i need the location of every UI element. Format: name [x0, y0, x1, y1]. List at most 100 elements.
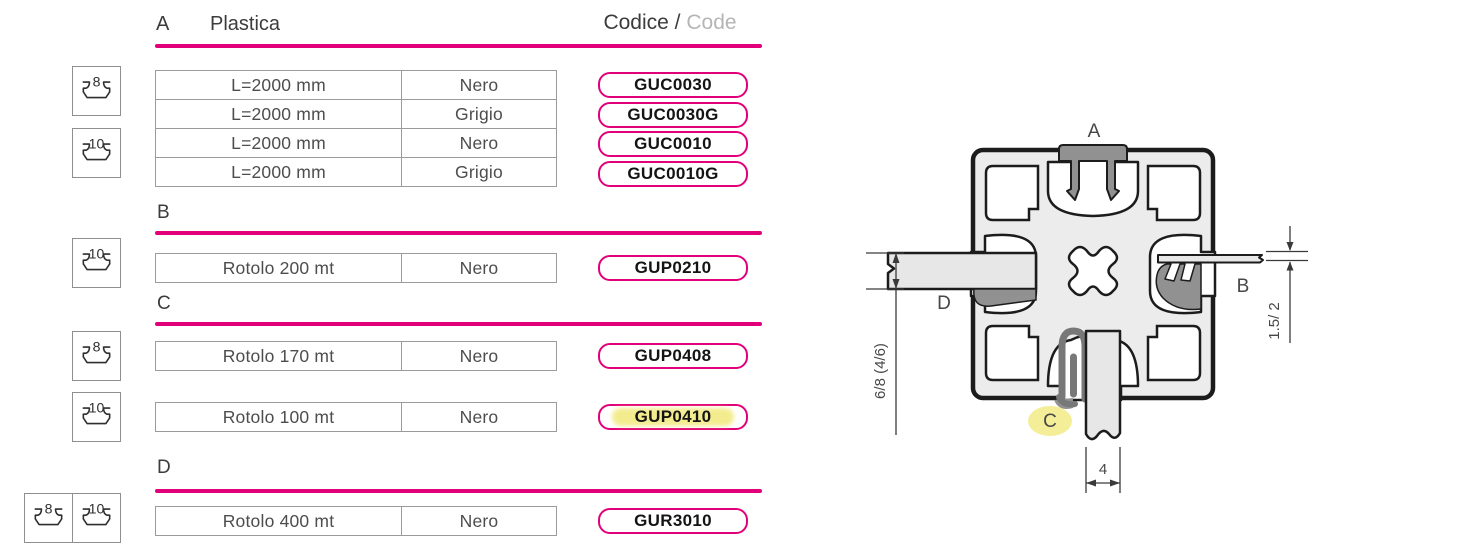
slot-size-value: 8: [45, 500, 53, 516]
code-badge: GUR3010: [598, 508, 748, 534]
code-text: GUP0408: [634, 346, 712, 365]
code-badge: GUC0010G: [598, 160, 748, 187]
code-text: GUR3010: [634, 511, 712, 530]
clip-c-hook: [1056, 394, 1078, 408]
code-text: GUC0010G: [627, 163, 719, 183]
size-cell: L=2000 mm: [231, 103, 326, 124]
dim-bottom-value: 4: [1099, 461, 1107, 478]
size-cell: L=2000 mm: [231, 161, 326, 182]
slot-10-icon: 10: [72, 493, 121, 543]
slot-8-icon: 8: [72, 66, 121, 116]
size-cell: Rotolo 170 mt: [222, 345, 335, 366]
table-row: Rotolo 170 mt Nero: [156, 342, 556, 370]
size-cell: Rotolo 200 mt: [222, 257, 335, 278]
section-divider-a: [155, 44, 762, 48]
corner-hole-top-left: [984, 164, 1040, 222]
slot-size-value: 8: [93, 73, 101, 89]
code-text: GUC0030G: [627, 104, 719, 124]
color-cell: Nero: [401, 254, 556, 282]
slot-size-value: 8: [93, 338, 101, 354]
slot-size-value: 10: [89, 500, 105, 516]
code-text: GUC0030: [634, 75, 712, 94]
diagram-label-c: C: [1043, 411, 1057, 432]
groove-profile-icon: [82, 407, 111, 425]
code-badge: GUC0030: [598, 72, 748, 98]
slot-10-icon: 10: [72, 392, 121, 442]
size-cell: Rotolo 100 mt: [222, 406, 335, 427]
groove-profile-icon: [82, 508, 111, 526]
table-row: Rotolo 100 mt Nero: [156, 403, 556, 431]
product-table-d: Rotolo 400 mt Nero: [155, 506, 557, 536]
section-divider-d: [155, 489, 762, 493]
gasket-d: [973, 288, 1037, 307]
product-table-a: L=2000 mm Nero L=2000 mm Grigio L=2000 mm N…: [155, 70, 557, 187]
slot-size-value: 10: [89, 399, 105, 415]
color-cell: Nero: [401, 403, 556, 431]
dim-left-value: 6/8 (4/6): [872, 343, 889, 399]
code-text: GUC0010: [634, 134, 712, 153]
groove-profile-icon: [82, 253, 111, 271]
slot-8-icon: 8: [24, 493, 73, 543]
section-letter-d: D: [157, 457, 171, 478]
arrow-left: [1086, 479, 1096, 487]
dim-right-value: 1.5/ 2: [1266, 302, 1283, 340]
size-cell: Rotolo 400 mt: [222, 510, 335, 531]
code-badge-highlighted: GUP0410: [598, 404, 748, 430]
groove-profile-icon: [82, 143, 111, 161]
color-cell: Grigio: [401, 100, 556, 128]
color-cell: Nero: [401, 71, 556, 99]
size-cell: L=2000 mm: [231, 74, 326, 95]
highlight-marker: [612, 408, 734, 426]
table-row: L=2000 mm Grigio: [156, 157, 556, 186]
arrow-down: [1286, 242, 1294, 251]
groove-profile-icon: [82, 81, 111, 99]
arrow-right: [1110, 479, 1120, 487]
slot-size-value: 10: [89, 135, 105, 151]
code-label-it: Codice /: [603, 11, 681, 34]
profile-cross-section-diagram: 6/8 (4/6) 1.5/ 2 4 A B C D: [858, 103, 1358, 533]
slot-10-icon: 10: [72, 238, 121, 288]
groove-profile-icon: [82, 346, 111, 364]
clip-c: [1058, 327, 1089, 403]
section-letter-c: C: [157, 293, 171, 314]
section-divider-b: [155, 231, 762, 235]
diagram-label-a: A: [1088, 121, 1101, 142]
code-text: GUP0410: [634, 407, 712, 426]
product-table-c2: Rotolo 100 mt Nero: [155, 402, 557, 432]
gasket-b: [1155, 263, 1202, 311]
slot-8-icon: 8: [72, 331, 121, 381]
code-badge: GUP0408: [598, 343, 748, 369]
color-cell: Grigio: [401, 158, 556, 186]
groove-profile-icon: [34, 508, 63, 526]
code-badge: GUC0010: [598, 131, 748, 157]
code-label-en: Code: [686, 11, 737, 34]
code-text: GUP0210: [634, 257, 712, 277]
product-table-c1: Rotolo 170 mt Nero: [155, 341, 557, 371]
code-column-header: Codice / Code: [588, 11, 752, 35]
arrow-down: [892, 279, 900, 289]
panel-b: [1157, 254, 1264, 264]
color-cell: Nero: [401, 129, 556, 157]
corner-hole-bottom-right: [1146, 324, 1202, 382]
corner-hole-top-right: [1146, 164, 1202, 222]
diagram-label-b: B: [1237, 276, 1250, 297]
arrow-up: [892, 253, 900, 263]
corner-hole-bottom-left: [984, 324, 1040, 382]
arrow-up: [1286, 261, 1294, 271]
table-row: L=2000 mm Grigio: [156, 99, 556, 128]
panel-d: [886, 251, 1038, 291]
center-bore-hole: [1067, 245, 1119, 297]
color-cell: Nero: [401, 342, 556, 370]
slot-size-value: 10: [89, 245, 105, 261]
section-letter-a: A: [156, 13, 170, 35]
code-badge: GUC0030G: [598, 101, 748, 128]
table-row: L=2000 mm Nero: [156, 71, 556, 99]
diagram-label-d: D: [937, 293, 951, 314]
slot-10-icon: 10: [72, 128, 121, 178]
color-cell: Nero: [401, 507, 556, 535]
panel-c: [1084, 329, 1122, 441]
section-letter-b: B: [157, 202, 170, 223]
table-row: Rotolo 200 mt Nero: [156, 254, 556, 282]
